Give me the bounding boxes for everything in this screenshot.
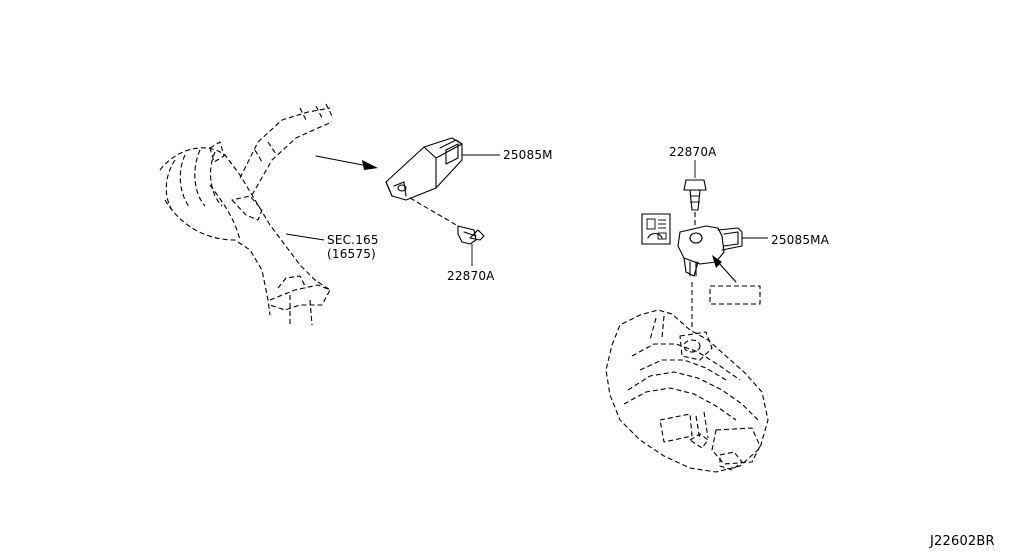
leader-sec165 xyxy=(285,233,325,241)
callout-sec165: SEC.165 xyxy=(327,233,379,247)
sensor-25085m xyxy=(385,137,463,227)
sensor-25085ma xyxy=(677,225,743,277)
bolt-22870a-right xyxy=(683,160,707,228)
bolt-22870a-left xyxy=(457,225,485,245)
callout-25085ma: 25085MA xyxy=(771,233,830,247)
intake-manifold xyxy=(605,309,769,473)
callout-22870a-right: 22870A xyxy=(669,145,717,159)
callout-25085m: 25085M xyxy=(503,148,553,162)
direction-arrow-left xyxy=(315,155,378,170)
callout-16575: (16575) xyxy=(327,247,376,261)
torque-symbol-box xyxy=(641,213,671,245)
diagram-id: J22602BR xyxy=(930,534,995,549)
callout-22870a-left: 22870A xyxy=(447,269,495,283)
intake-duct-assembly xyxy=(159,103,333,326)
direction-arrow-right xyxy=(709,255,761,305)
